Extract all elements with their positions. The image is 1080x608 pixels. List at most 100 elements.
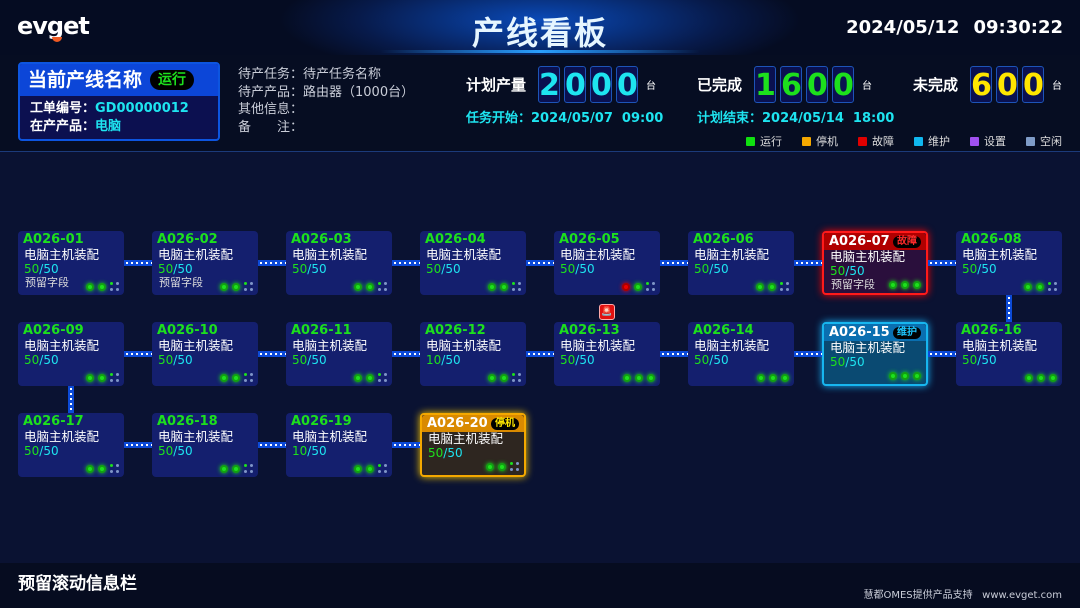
station-card[interactable]: A026-02 电脑主机装配 50/50 预留字段 [152,231,258,295]
total-count: /50 [39,353,59,367]
station-code: A026-09 [23,323,84,338]
station-card[interactable]: A026-11 电脑主机装配 50/50 [286,322,392,386]
done-count: 50 [830,264,846,278]
process-name: 电脑主机装配 [962,247,1038,262]
grid-dots-icon [646,282,655,291]
other-info: 其他信息： [238,102,304,117]
kpi-digit: 6 [780,66,803,103]
flow-connector [928,260,956,266]
kpi-digit: 0 [1022,66,1045,103]
flow-connector [124,260,152,266]
done-count: 50 [24,262,40,276]
station-code: A026-10 [157,323,218,338]
indicator-group [1020,282,1057,291]
indicator-group [350,464,387,473]
station-count: 50/50 [422,446,524,460]
station-card[interactable]: A026-01 电脑主机装配 50/50 预留字段 [18,231,124,295]
station-card[interactable]: A026-05 电脑主机装配 50/50 [554,231,660,295]
indicator-group [82,373,119,382]
legend-item: 维护 [914,135,950,148]
station-card[interactable]: A026-13 电脑主机装配 50/50 [554,322,660,386]
status-led-icon [622,282,630,291]
station-code: A026-06 [693,232,754,247]
done-count: 50 [158,353,174,367]
station-card[interactable]: A026-12 电脑主机装配 10/50 [420,322,526,386]
grid-dots-icon [512,282,521,291]
legend-item: 故障 [858,135,894,148]
process-name: 电脑主机装配 [830,249,906,264]
done-count: 50 [830,355,846,369]
indicator-group [482,462,519,471]
indicator-group [1021,374,1057,382]
station-code: A026-13 [559,323,620,338]
line-info-panel: 当前产线名称运行 工单编号：GD00000012 在产产品：电脑 [18,62,220,141]
grid-dots-icon [512,373,521,382]
process-name: 电脑主机装配 [426,247,502,262]
grid-dots-icon [110,373,119,382]
kpi-label: 计划产量 [466,76,527,94]
legend-label: 空闲 [1040,135,1062,148]
line-name: 当前产线名称 [28,69,143,91]
done-count: 50 [962,262,978,276]
total-count: /50 [173,353,193,367]
station-card[interactable]: A026-08 电脑主机装配 50/50 [956,231,1062,295]
station-count: 10/50 [420,353,526,367]
station-card[interactable]: A026-19 电脑主机装配 10/50 [286,413,392,477]
flow-connector [392,442,420,448]
station-card[interactable]: A026-09 电脑主机装配 50/50 [18,322,124,386]
status-led-icon [1049,374,1057,382]
status-led-icon [354,373,362,382]
done-count: 50 [694,262,710,276]
done-count: 10 [292,444,308,458]
status-led-icon [889,281,897,289]
grid-dots-icon [244,373,253,382]
total-count: /50 [441,262,461,276]
evget-logo: evget [17,12,90,42]
total-count: /50 [39,444,59,458]
footer-credit: 慧都OMES提供产品支持 www.evget.com [863,590,1062,601]
legend-item: 空闲 [1026,135,1062,148]
status-led-icon [769,374,777,382]
indicator-group [216,282,253,291]
station-count: 50/50 [688,262,794,276]
done-count: 50 [24,353,40,367]
kpi-digit: 1 [754,66,777,103]
legend-swatch [858,137,867,146]
status-led-icon [500,373,508,382]
done-count: 50 [428,446,444,460]
status-led-icon [1025,374,1033,382]
status-led-icon [756,282,764,291]
legend-label: 维护 [928,135,950,148]
time: 09:30:22 [973,17,1063,38]
station-card[interactable]: A026-16 电脑主机装配 50/50 [956,322,1062,386]
order-label: 工单编号： [30,101,96,116]
indicator-group [753,374,789,382]
total-count: /50 [173,262,193,276]
total-count: /50 [307,444,327,458]
alarm-icon[interactable]: 🚨 [599,304,615,320]
station-count: 50/50 [956,262,1062,276]
logo-text: evget [17,12,90,40]
flow-connector [392,351,420,357]
station-card[interactable]: A026-17 电脑主机装配 50/50 [18,413,124,477]
total-count: /50 [845,264,865,278]
station-card[interactable]: A026-10 电脑主机装配 50/50 [152,322,258,386]
total-count: /50 [575,262,595,276]
status-led-icon [354,282,362,291]
station-card[interactable]: A026-04 电脑主机装配 50/50 [420,231,526,295]
station-count: 50/50 [554,262,660,276]
process-name: 电脑主机装配 [830,340,906,355]
pending-task-info: 待产任务：待产任务名称 待产产品：路由器（1000台） 其他信息： 备 注： [238,66,414,136]
station-card[interactable]: A026-06 电脑主机装配 50/50 [688,231,794,295]
status-led-icon [623,374,631,382]
station-card[interactable]: A026-03 电脑主机装配 50/50 [286,231,392,295]
station-card[interactable]: A026-18 电脑主机装配 50/50 [152,413,258,477]
station-card[interactable]: A026-14 电脑主机装配 50/50 [688,322,794,386]
indicator-group [82,464,119,473]
flow-connector [660,351,688,357]
process-name: 电脑主机装配 [428,431,504,446]
kpi-unit: 台 [862,81,873,92]
